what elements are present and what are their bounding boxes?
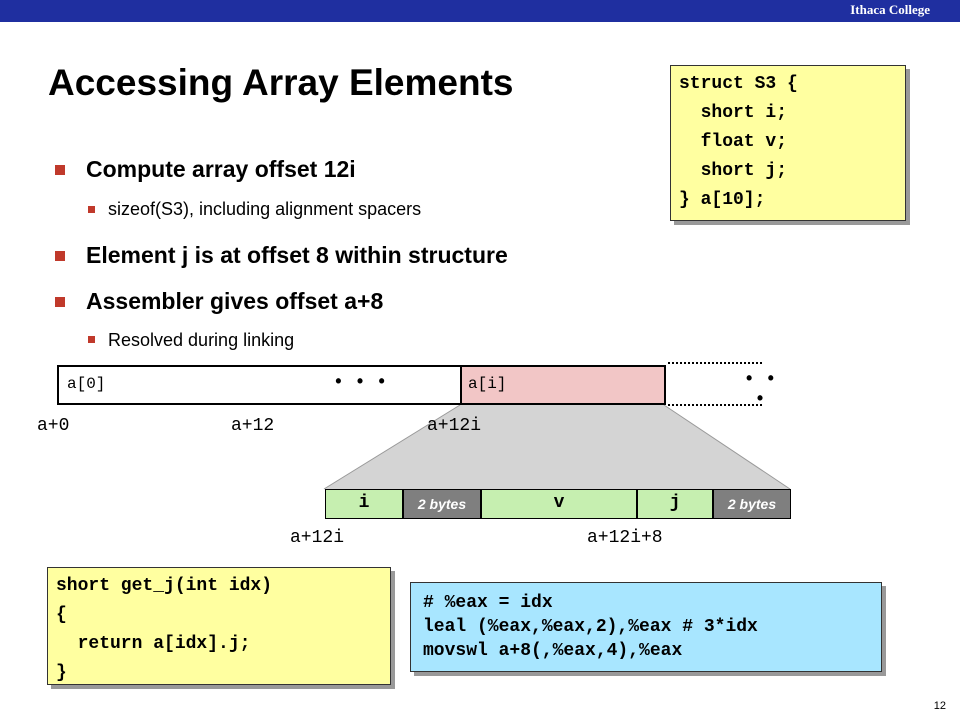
slide-title: Accessing Array Elements — [48, 62, 514, 103]
address-a12i: a+12i — [427, 416, 482, 436]
array-cell-a0: a[0] — [57, 365, 261, 405]
get-j-function-code: short get_j(int idx) { return a[idx].j; … — [47, 567, 391, 685]
padding-after-j: 2 bytes — [713, 489, 791, 519]
sub-bullet-marker — [88, 336, 95, 343]
alignment-spacers-text: , including alignment spacers — [189, 199, 422, 219]
bullet-compute-offset: Compute array offset 12i — [86, 156, 356, 182]
struct-definition-code: struct S3 { short i; float v; short j; }… — [670, 65, 906, 221]
field-i: i — [325, 489, 403, 519]
bullet-assembler-offset: Assembler gives offset a+8 — [86, 288, 383, 315]
offset-code: a+8 — [344, 288, 384, 314]
assembler-text: Assembler gives offset — [86, 288, 345, 314]
address-a12i-struct: a+12i — [290, 528, 345, 548]
array-cell-ai: a[i] — [460, 365, 666, 405]
zoom-line-left — [323, 404, 461, 490]
zoom-line-right — [663, 404, 791, 490]
address-a12: a+12 — [231, 416, 275, 436]
padding-after-i: 2 bytes — [403, 489, 481, 519]
bullet-marker — [55, 251, 65, 261]
sub-bullet-marker — [88, 206, 95, 213]
array-trailing-ellipsis: • • • — [743, 370, 777, 410]
bullet-resolved-linking: Resolved during linking — [108, 330, 295, 350]
field-j: j — [637, 489, 713, 519]
array-cell-ellipsis: • • • — [260, 365, 461, 405]
address-a12i-plus8: a+12i+8 — [587, 528, 663, 548]
bullet-marker — [55, 297, 65, 307]
bullet-sizeof: sizeof(S3), including alignment spacers — [108, 199, 421, 220]
page-number: 12 — [933, 700, 946, 712]
bullet-marker — [55, 165, 65, 175]
institution-name: Ithaca College — [850, 2, 930, 17]
field-v: v — [481, 489, 637, 519]
header-bar: Ithaca College — [0, 0, 960, 22]
bullet-element-j-offset: Element j is at offset 8 within structur… — [86, 242, 508, 268]
address-a0: a+0 — [37, 416, 70, 436]
zoom-projection — [324, 405, 790, 489]
assembly-code: # %eax = idx leal (%eax,%eax,2),%eax # 3… — [410, 582, 882, 672]
sizeof-text: sizeof(S3) — [108, 199, 190, 219]
